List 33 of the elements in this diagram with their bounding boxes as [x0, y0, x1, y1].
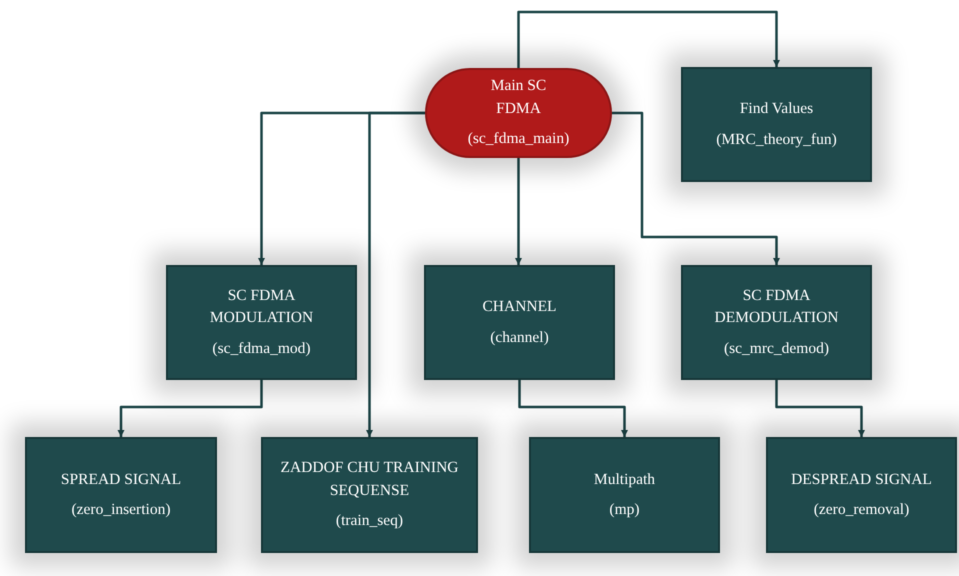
node-title: SC FDMA MODULATION — [208, 286, 314, 328]
arrow — [518, 380, 628, 437]
node-title: Main SC FDMA — [490, 76, 548, 119]
arrow — [515, 158, 522, 265]
node-title: Find Values — [740, 99, 814, 120]
function-name: (mp) — [609, 500, 640, 520]
process-box — [25, 437, 217, 553]
arrow — [118, 380, 263, 437]
node-title: SC FDMA DEMODULATION — [714, 286, 840, 328]
node-title: SPREAD SIGNAL — [60, 470, 182, 490]
node-title: DESPREAD SIGNAL — [791, 470, 932, 490]
arrow — [366, 112, 425, 437]
process-box — [766, 437, 957, 553]
function-name: (sc_fdma_mod) — [212, 338, 311, 359]
function-name: (zero_insertion) — [72, 500, 170, 520]
function-name: (MRC_theory_fun) — [716, 130, 837, 150]
node-title: ZADDOF CHU TRAINING SEQUENSE — [280, 458, 460, 501]
process-box — [166, 265, 357, 380]
node-title: CHANNEL — [482, 297, 557, 318]
function-name: (channel) — [490, 328, 549, 348]
node-title: Multipath — [594, 470, 656, 490]
process-box — [681, 67, 872, 182]
arrow — [612, 112, 780, 265]
function-name: (train_seq) — [336, 511, 404, 532]
arrow — [517, 10, 780, 68]
function-name: (sc_mrc_demod) — [724, 338, 830, 359]
arrow — [775, 380, 865, 437]
process-box — [681, 265, 872, 380]
process-box — [529, 437, 720, 553]
function-name: (zero_removal) — [814, 500, 910, 520]
process-box — [424, 265, 615, 380]
process-box — [261, 437, 478, 553]
function-name: (sc_fdma_main) — [468, 129, 570, 150]
